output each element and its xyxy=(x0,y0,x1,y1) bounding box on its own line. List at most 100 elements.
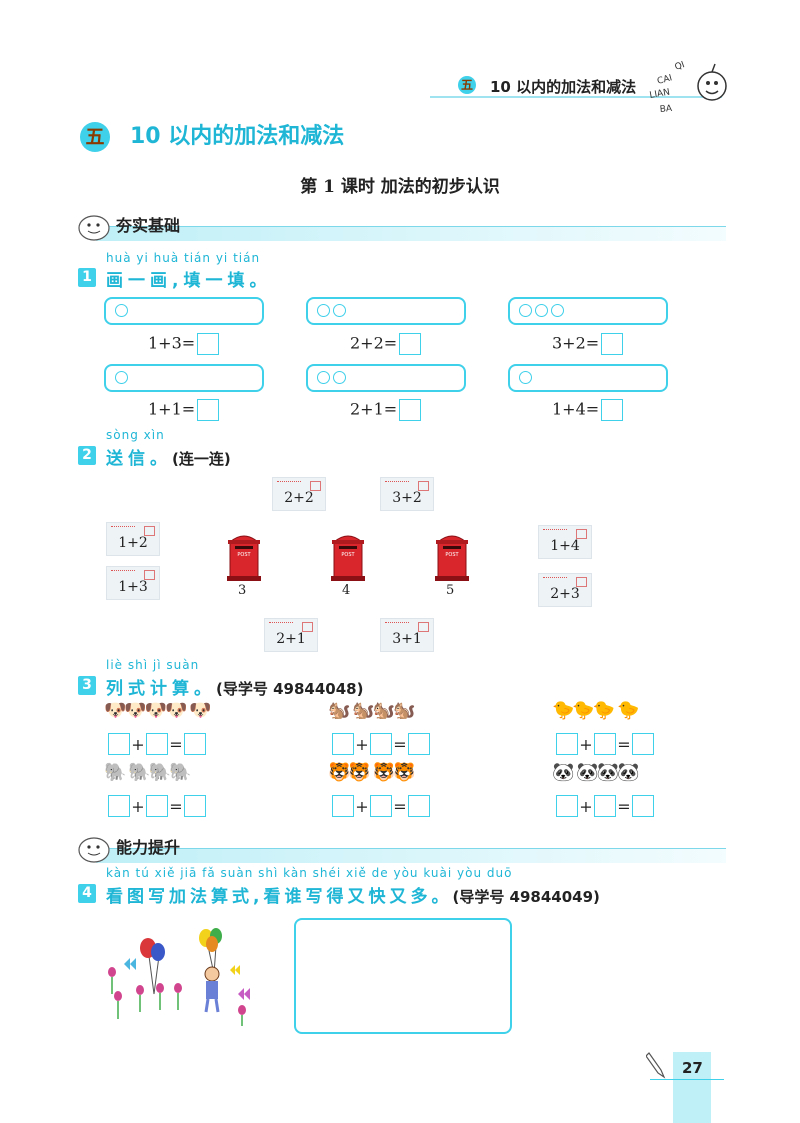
circle-icon xyxy=(333,371,346,384)
stamp-icon xyxy=(576,577,587,587)
q3-answer-box[interactable] xyxy=(332,795,354,817)
panda-icons: 🐼 🐼🐼🐼 xyxy=(552,762,639,783)
svg-text:BA: BA xyxy=(659,104,673,115)
q1-answer-box[interactable] xyxy=(601,399,624,421)
q3-answer-box[interactable] xyxy=(184,733,206,755)
q1-circle-box[interactable] xyxy=(104,297,264,325)
postmark-icon xyxy=(277,481,301,484)
q3-answer-box[interactable] xyxy=(370,733,392,755)
letter-envelope[interactable]: 1+3 xyxy=(106,566,160,600)
q3-answer-box[interactable] xyxy=(184,795,206,817)
postmark-icon xyxy=(385,622,409,625)
q3-answer-box[interactable] xyxy=(556,795,578,817)
stamp-icon xyxy=(310,481,321,491)
unit-badge: 五 xyxy=(80,122,110,152)
q1-equation-text: 2+2= xyxy=(350,333,398,353)
q1-equation-text: 1+3= xyxy=(148,333,196,353)
q3-equation: += xyxy=(332,795,430,817)
letter-label: 2+2 xyxy=(284,490,314,506)
q1-equation: 2+1= xyxy=(350,399,422,421)
section-basics-title: 夯实基础 xyxy=(116,216,181,235)
lesson-title: 第 1 课时 加法的初步认识 xyxy=(300,177,500,197)
q1-equation: 1+3= xyxy=(148,333,220,355)
letter-label: 2+3 xyxy=(550,586,580,602)
equals-sign: = xyxy=(617,734,631,754)
q3-answer-box[interactable] xyxy=(108,733,130,755)
q3-answer-box[interactable] xyxy=(332,733,354,755)
q1-circle-box[interactable] xyxy=(306,364,466,392)
q4-answer-box[interactable] xyxy=(294,918,512,1034)
header-title: 10 以内的加法和减法 xyxy=(490,78,637,96)
circle-icon xyxy=(551,304,564,317)
stamp-icon xyxy=(302,622,313,632)
plus-sign: + xyxy=(131,796,145,816)
page-tab xyxy=(673,1052,711,1123)
letter-envelope[interactable]: 1+2 xyxy=(106,522,160,556)
plus-sign: + xyxy=(579,734,593,754)
mailbox-icon[interactable]: POST xyxy=(434,532,470,582)
q1-answer-box[interactable] xyxy=(197,333,220,355)
q3-answer-box[interactable] xyxy=(632,795,654,817)
mailbox-icon[interactable]: POST xyxy=(226,532,262,582)
q1-equation-text: 2+1= xyxy=(350,399,398,419)
q3-answer-box[interactable] xyxy=(408,795,430,817)
section-advanced: 能力提升 xyxy=(76,834,726,864)
chick-icons: 🐤🐤🐤 🐤 xyxy=(552,700,639,721)
postmark-icon xyxy=(543,577,567,580)
letter-label: 3+1 xyxy=(392,631,422,647)
q4-note: (导学号 49844049) xyxy=(452,888,600,906)
q3-number: 3 xyxy=(78,676,96,695)
letter-label: 3+2 xyxy=(392,490,422,506)
q3-equation: += xyxy=(332,733,430,755)
q1-instruction: 画一画,填一填。 xyxy=(106,271,272,291)
q1-answer-box[interactable] xyxy=(197,399,220,421)
svg-text:LIAN: LIAN xyxy=(649,88,671,101)
mailbox-number: 4 xyxy=(342,583,351,598)
q2-pinyin: sòng xìn xyxy=(106,428,165,442)
q1-equation-text: 1+4= xyxy=(552,399,600,419)
equals-sign: = xyxy=(169,734,183,754)
q1-equation-text: 1+1= xyxy=(148,399,196,419)
q3-equation: += xyxy=(108,733,206,755)
q3-answer-box[interactable] xyxy=(594,733,616,755)
letter-label: 1+3 xyxy=(118,579,148,595)
q3-answer-box[interactable] xyxy=(632,733,654,755)
q3-answer-box[interactable] xyxy=(370,795,392,817)
letter-envelope[interactable]: 3+2 xyxy=(380,477,434,511)
q3-answer-box[interactable] xyxy=(146,733,168,755)
stamp-icon xyxy=(418,622,429,632)
letter-envelope[interactable]: 1+4 xyxy=(538,525,592,559)
stamp-icon xyxy=(144,570,155,580)
q1-equation: 1+4= xyxy=(552,399,624,421)
mailbox-post-label: POST xyxy=(445,552,459,558)
q1-answer-box[interactable] xyxy=(399,399,422,421)
letter-label: 1+4 xyxy=(550,538,580,554)
q3-answer-box[interactable] xyxy=(108,795,130,817)
unit-title: 10 以内的加法和减法 xyxy=(130,124,345,149)
mailbox-icon[interactable]: POST xyxy=(330,532,366,582)
q1-circle-box[interactable] xyxy=(104,364,264,392)
letter-envelope[interactable]: 3+1 xyxy=(380,618,434,652)
postmark-icon xyxy=(385,481,409,484)
q3-answer-box[interactable] xyxy=(594,795,616,817)
q1-equation: 3+2= xyxy=(552,333,624,355)
q1-circle-box[interactable] xyxy=(508,297,668,325)
letter-envelope[interactable]: 2+2 xyxy=(272,477,326,511)
q3-answer-box[interactable] xyxy=(146,795,168,817)
letter-envelope[interactable]: 2+1 xyxy=(264,618,318,652)
q4-instruction: 看图写加法算式,看谁写得又快又多。(导学号 49844049) xyxy=(106,882,600,907)
q1-circle-box[interactable] xyxy=(508,364,668,392)
q1-circle-box[interactable] xyxy=(306,297,466,325)
pencil-icon xyxy=(646,1052,666,1079)
circle-icon xyxy=(317,304,330,317)
q3-answer-box[interactable] xyxy=(556,733,578,755)
q3-answer-box[interactable] xyxy=(408,733,430,755)
q1-answer-box[interactable] xyxy=(399,333,422,355)
postmark-icon xyxy=(111,526,135,529)
q1-answer-box[interactable] xyxy=(601,333,624,355)
letter-envelope[interactable]: 2+3 xyxy=(538,573,592,607)
tiger-icons: 🐯🐯 🐯🐯 xyxy=(328,762,415,783)
mailbox-post-label: POST xyxy=(341,552,355,558)
elephant-icons: 🐘 🐘🐘🐘 xyxy=(104,762,191,783)
equals-sign: = xyxy=(393,796,407,816)
